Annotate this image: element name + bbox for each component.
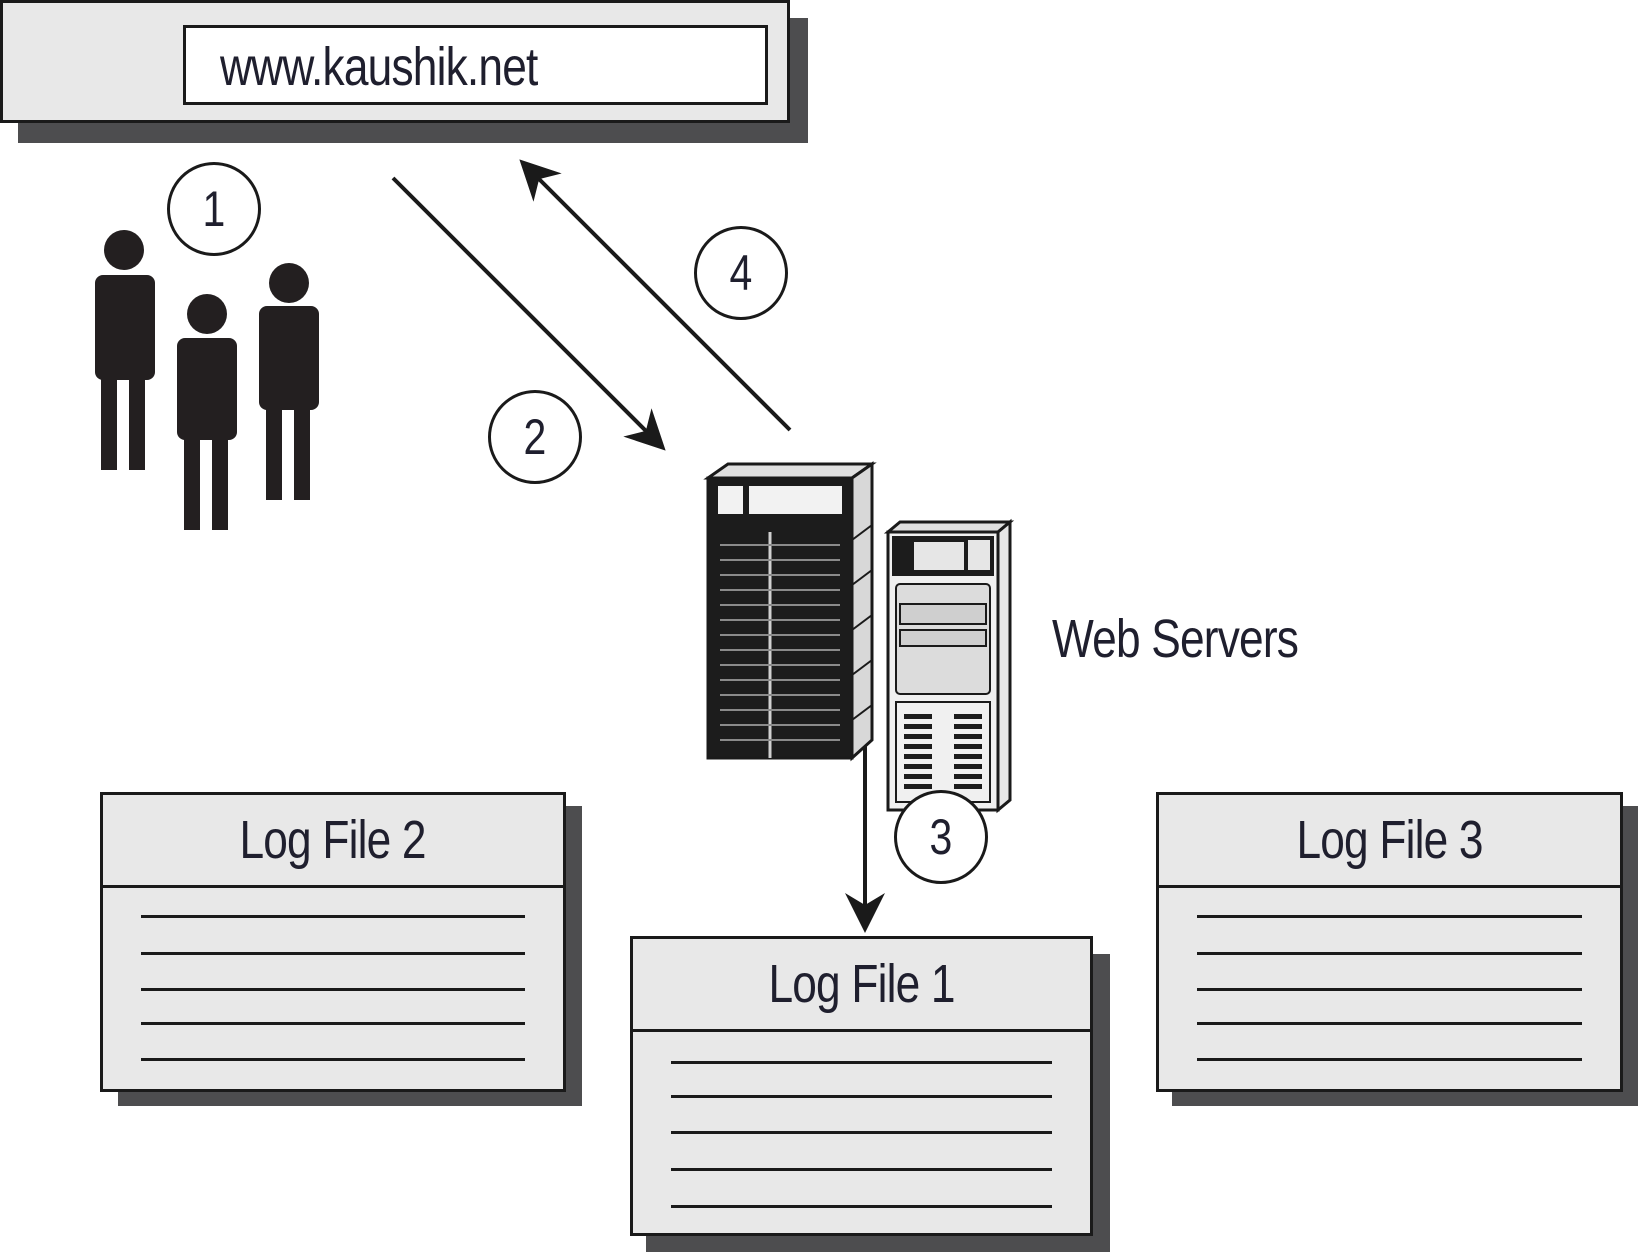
request-arrow [391,176,666,451]
step-number: 1 [202,181,226,237]
person-icon [259,263,319,500]
log-entry-line [1197,988,1582,991]
log-entry-line [671,1205,1052,1208]
person-icon [177,294,237,530]
web-servers-label: Web Servers [1052,609,1299,669]
step-2-marker: 2 [488,390,582,484]
log-entry-line [141,988,525,991]
browser-window: www.kaushik.net [0,0,790,123]
log-file-2[interactable]: Log File 2 [100,792,566,1092]
tower-server-icon [883,518,1015,814]
url-address-bar[interactable]: www.kaushik.net [183,25,768,105]
log-entry-line [671,1131,1052,1134]
log-entry-line [1197,952,1582,955]
log-entry-line [1197,1058,1582,1061]
log-entry-line [141,952,525,955]
log-entry-line [671,1095,1052,1098]
step-number: 2 [523,409,547,465]
response-arrow [519,159,792,432]
log-file-3[interactable]: Log File 3 [1156,792,1623,1092]
log-entry-line [141,1058,525,1061]
log-file-title: Log File 3 [1296,810,1483,870]
person-icon [95,230,155,470]
log-file-header: Log File 1 [633,939,1090,1032]
url-text: www.kaushik.net [220,37,538,97]
log-entry-line [141,1022,525,1025]
log-file-title: Log File 2 [239,810,427,870]
log-file-1[interactable]: Log File 1 [630,936,1093,1236]
log-file-header: Log File 2 [103,795,563,888]
log-entry-line [141,915,525,918]
step-number: 3 [929,809,953,865]
log-entry-line [1197,1022,1582,1025]
step-1-marker: 1 [167,162,261,256]
tower-vents [904,714,982,789]
log-entry-line [1197,915,1582,918]
step-3-marker: 3 [894,790,988,884]
step-number: 4 [729,245,753,301]
log-entry-line [671,1168,1052,1171]
rack-server-icon [703,461,877,762]
log-entry-line [671,1061,1052,1064]
rack-slots [720,544,840,741]
log-file-header: Log File 3 [1159,795,1620,888]
users-icon [95,230,319,530]
log-file-title: Log File 1 [768,954,955,1014]
step-4-marker: 4 [694,226,788,320]
